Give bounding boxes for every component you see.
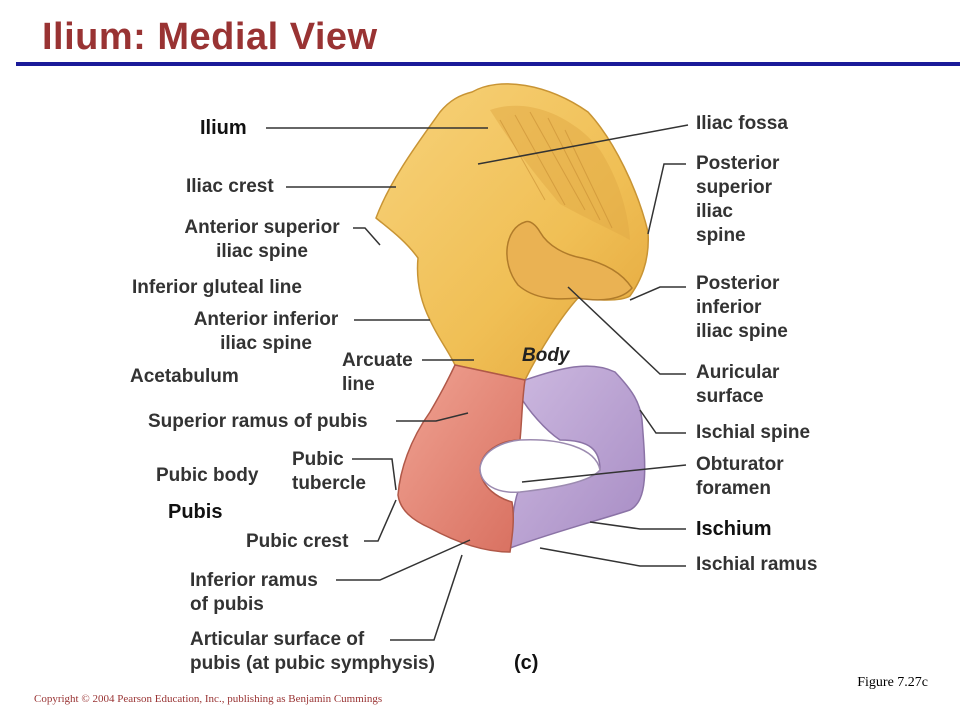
label-pubic-crest: Pubic crest — [246, 531, 349, 552]
label-obturator-line2: foramen — [696, 478, 771, 499]
label-psis-line1: Posterior — [696, 153, 780, 174]
leader-superior-ramus — [396, 412, 469, 422]
leader-ischial-ramus — [539, 547, 686, 567]
leader-pubic-crest — [364, 499, 397, 542]
label-articular-line2: pubis (at pubic symphysis) — [190, 653, 435, 674]
label-inferior-ramus-line1: Inferior ramus — [190, 570, 318, 591]
label-auricular-line2: surface — [696, 386, 764, 407]
label-ischial-spine: Ischial spine — [696, 422, 811, 443]
label-inferior-gluteal-line: Inferior gluteal line — [132, 277, 302, 298]
leader-ischial-spine — [639, 409, 686, 434]
leader-obturator — [521, 464, 687, 483]
label-arcuate-line1: Arcuate — [342, 350, 413, 371]
label-inferior-ramus-of-pubis: Inferior ramus of pubis — [190, 569, 318, 617]
label-pubic-tubercle: Pubic tubercle — [292, 448, 366, 496]
label-piis-line1: Posterior — [696, 273, 780, 294]
label-panel-c: (c) — [514, 652, 539, 674]
leader-iliac-fossa — [477, 124, 689, 165]
leader-piis — [629, 286, 686, 301]
label-piis-line2: inferior — [696, 297, 762, 318]
label-pubic-body: Pubic body — [156, 465, 259, 486]
label-psis-line2: superior — [696, 177, 773, 198]
ischium-region — [509, 365, 646, 550]
label-iliac-fossa: Iliac fossa — [696, 113, 788, 134]
leader-inferior-ramus — [336, 539, 471, 581]
label-body: Body — [522, 345, 570, 366]
pubis-region — [397, 364, 526, 553]
label-arcuate-line: Arcuate line — [342, 349, 413, 397]
label-auricular-line1: Auricular — [696, 362, 780, 383]
label-aiis-line1: Anterior inferior — [193, 309, 339, 330]
auricular-surface-shape — [506, 220, 633, 301]
leader-pubic-tubercle — [352, 458, 397, 491]
label-articular-surface: Articular surface of pubis (at pubic sym… — [190, 628, 435, 676]
label-articular-line1: Articular surface of — [190, 629, 365, 650]
label-psis-line3: iliac — [696, 201, 733, 222]
fossa-striations — [499, 111, 613, 229]
label-posterior-inferior-iliac-spine: Posterior inferior iliac spine — [696, 272, 788, 344]
label-iliac-crest: Iliac crest — [186, 176, 274, 197]
iliac-fossa-shading — [490, 105, 630, 240]
slide-title: Ilium: Medial View — [42, 16, 378, 58]
label-arcuate-line2: line — [342, 374, 375, 395]
label-aiis-line2: iliac spine — [220, 333, 312, 354]
leader-articular — [390, 554, 463, 641]
label-psis-line4: spine — [696, 225, 746, 246]
label-obturator-line1: Obturator — [696, 454, 784, 475]
label-asis-line2: iliac spine — [216, 241, 308, 262]
label-asis-line1: Anterior superior — [184, 217, 340, 238]
label-piis-line3: iliac spine — [696, 321, 788, 342]
label-posterior-superior-iliac-spine: Posterior superior iliac spine — [696, 152, 779, 248]
obturator-foramen-hole — [479, 439, 601, 493]
label-pubic-tubercle-line2: tubercle — [292, 473, 366, 494]
copyright-notice: Copyright © 2004 Pearson Education, Inc.… — [34, 693, 383, 705]
label-ilium: Ilium — [200, 117, 247, 139]
label-ischium: Ischium — [696, 518, 772, 540]
leader-psis — [647, 163, 686, 235]
label-ischial-ramus: Ischial ramus — [696, 554, 818, 575]
leader-auricular — [567, 286, 686, 375]
label-pubis: Pubis — [168, 501, 223, 523]
leader-asis — [353, 227, 381, 246]
label-anterior-superior-iliac-spine: Anterior superior iliac spine — [176, 216, 348, 264]
label-inferior-ramus-line2: of pubis — [190, 594, 264, 615]
figure-reference: Figure 7.27c — [857, 675, 928, 690]
label-obturator-foramen: Obturator foramen — [696, 453, 784, 501]
label-pubic-tubercle-line1: Pubic — [292, 449, 344, 470]
title-rule — [16, 62, 960, 66]
leader-ischium — [589, 521, 686, 530]
label-acetabulum: Acetabulum — [130, 366, 239, 387]
label-superior-ramus-of-pubis: Superior ramus of pubis — [148, 411, 368, 432]
label-anterior-inferior-iliac-spine: Anterior inferior iliac spine — [186, 308, 346, 356]
label-auricular-surface: Auricular surface — [696, 361, 779, 409]
